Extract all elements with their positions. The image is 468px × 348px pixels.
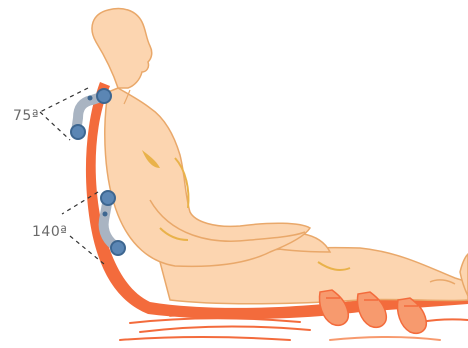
human-figure	[92, 9, 310, 267]
lower-angle-label: 140ª	[32, 224, 67, 240]
upper-angle-label: 75ª	[13, 108, 39, 124]
